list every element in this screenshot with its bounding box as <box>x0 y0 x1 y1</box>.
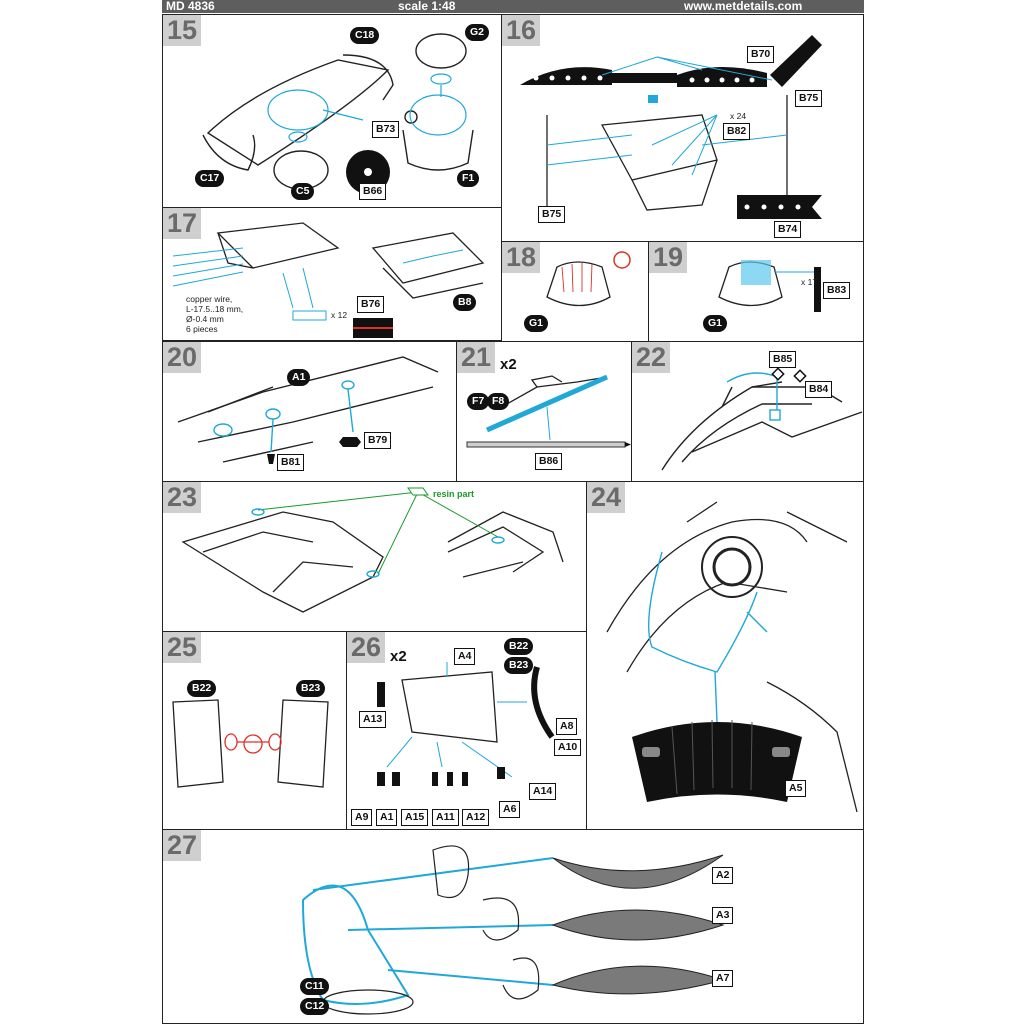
part-label: B66 <box>359 183 387 200</box>
part-label: G1 <box>524 315 549 332</box>
part-label: B79 <box>364 432 392 449</box>
step-number: 20 <box>163 342 202 373</box>
part-label: C5 <box>291 183 315 200</box>
step-27-panel: 27 A2 A3 A7 C11 C12 <box>162 829 864 1024</box>
wire-note: copper wire, L-17.5..18 mm, Ø-0.4 mm 6 p… <box>186 294 244 334</box>
quantity-note: x 17 <box>801 277 818 287</box>
part-label: B86 <box>535 453 563 470</box>
part-label: A3 <box>712 907 734 924</box>
step-number: 24 <box>587 482 626 513</box>
multiplier: x2 <box>500 356 517 373</box>
step-27-drawing <box>301 845 725 1015</box>
part-label: G1 <box>703 315 728 332</box>
part-label: B73 <box>372 121 400 138</box>
step-number: 15 <box>163 15 202 46</box>
product-code: MD 4836 <box>166 0 215 13</box>
part-label: A1 <box>287 369 311 386</box>
step-23-panel: 23 resin part <box>162 481 587 632</box>
part-label: B23 <box>296 680 326 697</box>
step-16-panel: 16 B70 B75 B82 x 24 B <box>501 14 864 242</box>
website: www.metdetails.com <box>684 0 803 13</box>
step-21-panel: 21 x2 F7 F8 B86 <box>456 341 632 482</box>
part-label: A12 <box>462 809 490 826</box>
step-24-panel: 24 A5 <box>586 481 864 830</box>
step-number: 26 <box>347 632 386 663</box>
part-label: F8 <box>487 393 510 410</box>
step-number: 23 <box>163 482 202 513</box>
step-number: 22 <box>632 342 671 373</box>
part-label: B8 <box>453 294 477 311</box>
step-number: 18 <box>502 242 541 273</box>
part-label: C12 <box>300 998 330 1015</box>
part-label: A11 <box>432 809 459 826</box>
part-label: B81 <box>277 454 305 471</box>
step-25-panel: 25 B22 B23 <box>162 631 347 830</box>
step-17-panel: 17 copper wire, L-17.5..18 mm, Ø-0.4 mm … <box>162 207 502 341</box>
step-17-drawing <box>172 222 485 338</box>
part-label: C11 <box>300 978 329 995</box>
quantity-note: x 24 <box>730 111 747 121</box>
part-label: B75 <box>795 90 823 107</box>
step-25-drawing <box>172 699 329 788</box>
part-label: B75 <box>538 206 566 223</box>
step-20-panel: 20 A1 B79 B81 <box>162 341 457 482</box>
part-label: A8 <box>556 718 578 735</box>
part-label: A2 <box>712 867 734 884</box>
part-label: B76 <box>357 296 385 313</box>
part-label: C17 <box>195 170 225 187</box>
part-label: A4 <box>454 648 476 665</box>
part-label: A1 <box>376 809 398 826</box>
step-22-drawing <box>661 367 863 471</box>
step-26-drawing <box>377 662 555 786</box>
step-number: 17 <box>163 208 202 239</box>
step-23-drawing <box>181 487 564 613</box>
part-label: B83 <box>823 282 851 299</box>
part-label: B84 <box>805 381 833 398</box>
header-bar: MD 4836 scale 1:48 www.metdetails.com <box>162 0 864 13</box>
step-19-panel: 19 x 17 B83 G1 <box>648 241 864 342</box>
step-16-drawing <box>520 35 822 219</box>
part-label: B22 <box>504 638 534 655</box>
part-label: B82 <box>723 123 751 140</box>
part-label: C18 <box>350 27 380 44</box>
part-label: A14 <box>529 783 557 800</box>
scale-label: scale 1:48 <box>398 0 456 13</box>
resin-part-label: resin part <box>433 489 475 499</box>
part-label: F1 <box>457 170 480 187</box>
part-label: B22 <box>187 680 217 697</box>
part-label: B74 <box>774 221 802 238</box>
part-label: A13 <box>359 711 387 728</box>
step-15-panel: 15 C18 G2 B73 C <box>162 14 502 208</box>
step-21-drawing <box>466 374 631 448</box>
part-label: B23 <box>504 657 534 674</box>
part-label: A9 <box>351 809 373 826</box>
step-number: 19 <box>649 242 688 273</box>
part-label: G2 <box>465 24 490 41</box>
part-label: B70 <box>747 46 775 63</box>
step-number: 16 <box>502 15 541 46</box>
part-label: A6 <box>499 801 521 818</box>
step-number: 21 <box>457 342 496 373</box>
step-18-drawing <box>546 251 631 307</box>
multiplier: x2 <box>390 648 407 665</box>
step-19-drawing <box>718 260 821 312</box>
step-number: 27 <box>163 830 202 861</box>
quantity-note: x 12 <box>331 310 348 320</box>
step-26-panel: 26 x2 B22 B23 A4 A13 A8 A10 A14 A6 A9 A1… <box>346 631 587 830</box>
step-18-panel: 18 G1 <box>501 241 649 342</box>
part-label: B85 <box>769 351 797 368</box>
part-label: A15 <box>401 809 429 826</box>
part-label: A10 <box>554 739 582 756</box>
step-number: 25 <box>163 632 202 663</box>
step-24-drawing <box>606 501 858 813</box>
part-label: A7 <box>712 970 734 987</box>
step-22-panel: 22 B85 B84 <box>631 341 864 482</box>
part-label: A5 <box>785 780 807 797</box>
part-label: F7 <box>467 393 490 410</box>
step-20-drawing <box>177 356 439 464</box>
